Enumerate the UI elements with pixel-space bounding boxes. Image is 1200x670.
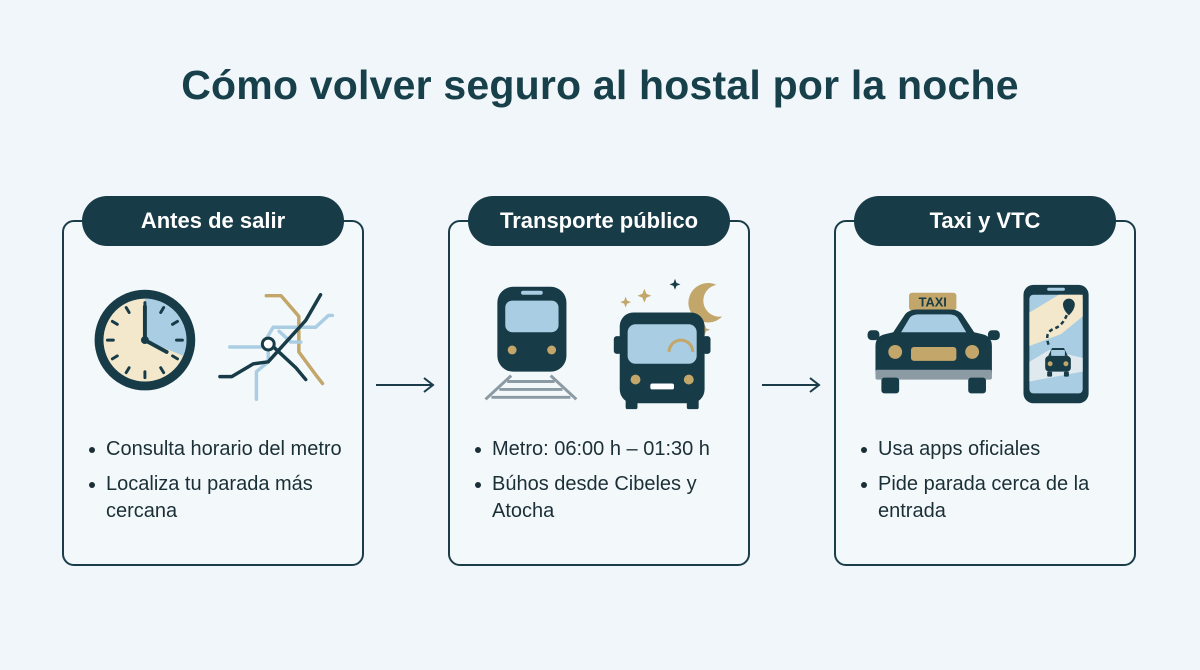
bullet-item: Usa apps oficiales xyxy=(858,436,1123,463)
step-label: Antes de salir xyxy=(82,196,344,246)
night-bus-icon xyxy=(613,278,723,410)
bullet-item: Localiza tu parada más cercana xyxy=(86,471,351,525)
bullet-list: Consulta horario del metro Localiza tu p… xyxy=(86,436,351,533)
taxi-icon: TAXI xyxy=(867,292,1000,394)
step-label: Transporte público xyxy=(468,196,730,246)
bullet-item: Consulta horario del metro xyxy=(86,436,351,463)
taxi-sign-text: TAXI xyxy=(919,295,947,310)
bullet-item: Metro: 06:00 h – 01:30 h xyxy=(472,436,737,463)
metro-train-icon xyxy=(484,286,578,401)
clock-icon xyxy=(94,289,196,391)
bullet-list: Metro: 06:00 h – 01:30 h Búhos desde Cib… xyxy=(472,436,737,533)
metro-map-icon xyxy=(218,292,335,402)
step-card-taxi: TAXI xyxy=(834,220,1136,566)
step-icons xyxy=(94,289,335,402)
step-icons xyxy=(484,278,723,410)
page-title: Cómo volver seguro al hostal por la noch… xyxy=(181,62,1019,108)
arrow-right-icon xyxy=(762,377,821,393)
bullet-item: Búhos desde Cibeles y Atocha xyxy=(472,471,737,525)
step-card-before-leaving: Consulta horario del metro Localiza tu p… xyxy=(62,220,364,566)
arrow-right-icon xyxy=(376,377,435,393)
step-card-public-transport: Metro: 06:00 h – 01:30 h Búhos desde Cib… xyxy=(448,220,750,566)
phone-map-icon xyxy=(1023,284,1089,404)
bullet-list: Usa apps oficiales Pide parada cerca de … xyxy=(858,436,1123,533)
bullet-item: Pide parada cerca de la entrada xyxy=(858,471,1123,525)
step-icons: TAXI xyxy=(867,284,1089,404)
step-label: Taxi y VTC xyxy=(854,196,1116,246)
